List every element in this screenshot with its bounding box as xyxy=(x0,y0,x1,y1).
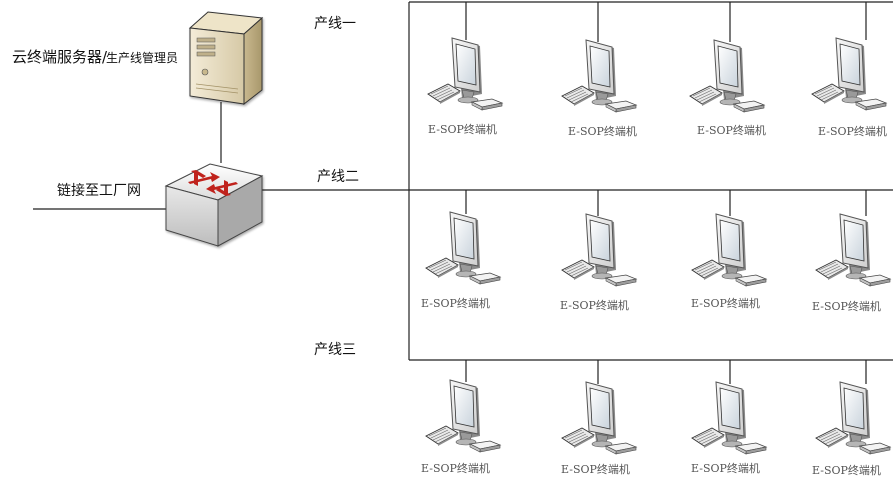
terminal-line2-3: E-SOP终端机 xyxy=(691,213,767,310)
desktop-computer-icon xyxy=(425,379,501,453)
terminal-line2-2: E-SOP终端机 xyxy=(560,213,637,312)
desktop-computer-icon xyxy=(811,37,887,111)
desktop-computer-icon xyxy=(561,213,637,287)
terminal-line1-4: E-SOP终端机 xyxy=(811,37,887,138)
terminal-line1-3: E-SOP终端机 xyxy=(689,39,766,137)
server-tower-icon xyxy=(188,11,264,106)
terminal-line3-1: E-SOP终端机 xyxy=(421,379,501,475)
line-2-label: 产线二 xyxy=(317,169,359,185)
terminal-label: E-SOP终端机 xyxy=(428,122,497,136)
desktop-computer-icon xyxy=(561,381,637,455)
desktop-computer-icon xyxy=(561,39,637,113)
line-3-label: 产线三 xyxy=(314,342,356,358)
terminal-line3-3: E-SOP终端机 xyxy=(691,381,767,475)
terminal-label: E-SOP终端机 xyxy=(691,296,760,310)
terminal-label: E-SOP终端机 xyxy=(697,123,766,137)
terminal-label: E-SOP终端机 xyxy=(568,124,637,138)
desktop-computer-icon xyxy=(815,213,891,287)
line-1-label: 产线一 xyxy=(314,16,356,32)
terminal-line3-2: E-SOP终端机 xyxy=(561,381,637,476)
desktop-computer-icon xyxy=(427,37,503,111)
desktop-computer-icon xyxy=(691,213,767,287)
terminal-line2-4: E-SOP终端机 xyxy=(812,213,891,313)
terminal-line1-2: E-SOP终端机 xyxy=(561,39,637,138)
desktop-computer-icon xyxy=(691,381,767,455)
network-wiring xyxy=(33,1,893,384)
terminal-label: E-SOP终端机 xyxy=(812,299,881,313)
terminal-line2-1: E-SOP终端机 xyxy=(421,211,501,310)
terminal-line1-1: E-SOP终端机 xyxy=(427,37,503,136)
terminal-label: E-SOP终端机 xyxy=(812,463,881,477)
terminal-line3-4: E-SOP终端机 xyxy=(812,381,891,477)
server-sublabel: 生产线管理员 xyxy=(106,50,178,65)
desktop-computer-icon xyxy=(425,211,501,285)
server-label: 云终端服务器/ xyxy=(12,48,108,66)
desktop-computer-icon xyxy=(689,39,765,113)
terminal-label: E-SOP终端机 xyxy=(561,462,630,476)
terminal-label: E-SOP终端机 xyxy=(560,298,629,312)
desktop-computer-icon xyxy=(815,381,891,455)
terminal-label: E-SOP终端机 xyxy=(421,461,490,475)
terminal-label: E-SOP终端机 xyxy=(421,296,490,310)
network-switch-icon xyxy=(164,163,264,247)
terminal-label: E-SOP终端机 xyxy=(691,461,760,475)
terminal-label: E-SOP终端机 xyxy=(818,124,887,138)
uplink-label: 链接至工厂网 xyxy=(57,182,141,199)
